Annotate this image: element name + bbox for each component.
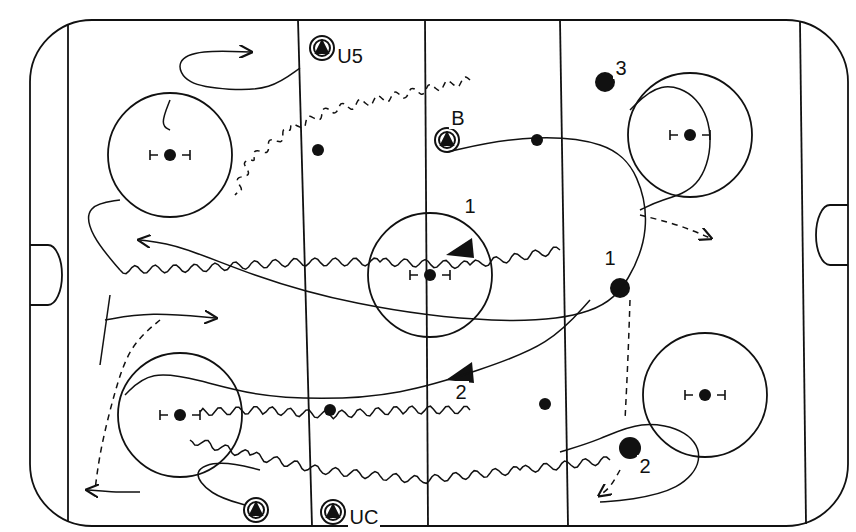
skate-path	[560, 425, 699, 502]
skate-path	[200, 406, 470, 419]
player-label: 2	[637, 455, 652, 477]
skate-path	[105, 314, 215, 320]
skate-path	[89, 200, 120, 270]
skate-path	[180, 51, 300, 89]
skate-path	[100, 295, 110, 365]
player-label: U5	[335, 45, 365, 67]
player-label: 3	[613, 57, 628, 79]
skate-path	[120, 247, 560, 273]
skate-path	[600, 470, 620, 495]
skate-path	[630, 87, 710, 210]
skate-path	[125, 300, 590, 398]
player-label: 2	[453, 381, 468, 403]
rink-lines	[30, 20, 848, 526]
skate-path	[190, 440, 610, 483]
skate-path	[95, 320, 160, 490]
player-label: UC	[348, 506, 381, 528]
player-label: 1	[602, 247, 617, 269]
player-label: B	[449, 107, 466, 129]
skate-path	[625, 300, 630, 420]
player-label: 1	[462, 195, 477, 217]
skate-path	[640, 215, 710, 238]
forwards	[446, 238, 474, 383]
skate-path	[140, 138, 645, 321]
skate-path	[198, 463, 260, 505]
hash-marks	[150, 130, 725, 420]
skate-path	[88, 490, 140, 492]
skating-paths	[88, 51, 710, 505]
skate-path	[235, 77, 470, 195]
skate-path	[163, 100, 170, 130]
